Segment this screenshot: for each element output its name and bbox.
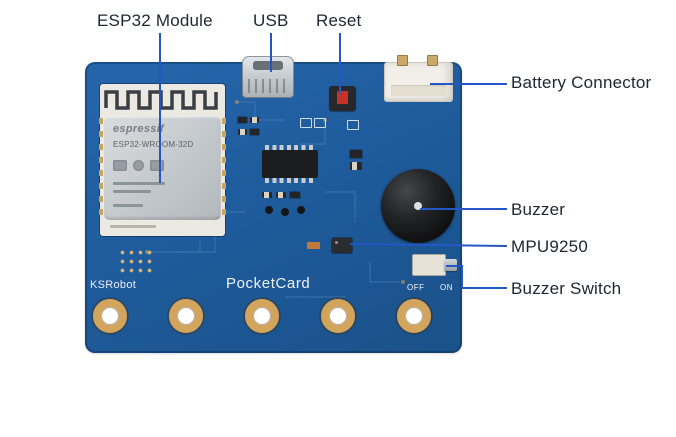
silkscreen-outline [347, 120, 359, 130]
product-name-text: PocketCard [226, 275, 311, 292]
smd-capacitor [265, 206, 273, 214]
esp32-module: espressif ESP32-WROOM-32D [99, 84, 226, 236]
weee-mark [150, 160, 164, 171]
smd-component [276, 192, 286, 198]
module-shield: espressif ESP32-WROOM-32D [104, 116, 221, 220]
silkscreen-outline [300, 118, 312, 128]
silkscreen-outline [314, 118, 326, 128]
smd-component [262, 192, 272, 198]
smd-component [238, 117, 247, 123]
module-text-line [113, 190, 151, 193]
reset-button [329, 86, 356, 111]
smd-capacitor [297, 206, 305, 214]
usb-port-opening [253, 61, 283, 70]
switch-silkscreen: OFF ON [407, 283, 453, 292]
battery-pin [397, 55, 408, 66]
smd-component [290, 192, 300, 198]
module-part-number: ESP32-WROOM-32D [113, 140, 194, 149]
dip-ic [262, 145, 318, 183]
label-mpu9250: MPU9250 [511, 237, 588, 256]
reset-button-cap [337, 91, 348, 104]
mounting-hole [245, 299, 279, 333]
battery-connector-opening [391, 85, 446, 96]
switch-off-label: OFF [407, 283, 425, 292]
brand-text: KSRobot [90, 279, 137, 291]
switch-lever [444, 259, 457, 271]
battery-pin [427, 55, 438, 66]
certification-marks [113, 160, 164, 171]
module-label-text [110, 225, 156, 228]
ce-mark [133, 160, 144, 171]
mounting-hole [169, 299, 203, 333]
smd-component [307, 242, 320, 249]
buzzer-sound-hole [414, 202, 422, 210]
smd-component [250, 129, 259, 135]
via-cluster [118, 248, 156, 276]
usb-shell-ridges [248, 79, 288, 93]
label-buzzer: Buzzer [511, 200, 566, 219]
smd-component [350, 162, 362, 170]
usb-connector [242, 56, 294, 98]
switch-on-label: ON [440, 283, 453, 292]
mounting-hole [397, 299, 431, 333]
smd-capacitor [281, 208, 289, 216]
antenna-trace [104, 90, 218, 110]
castellated-pads-right [222, 118, 226, 222]
mounting-hole [321, 299, 355, 333]
label-reset: Reset [316, 11, 362, 30]
mounting-hole [93, 299, 127, 333]
label-esp32-module: ESP32 Module [97, 11, 213, 30]
mpu9250-chip [332, 238, 352, 253]
smd-component [250, 117, 259, 123]
label-usb: USB [253, 11, 289, 30]
castellated-pads-left [99, 118, 103, 222]
chip-pin1-dot [335, 241, 338, 244]
buzzer [381, 169, 455, 243]
pcb-board: espressif ESP32-WROOM-32D [85, 55, 462, 353]
fcc-mark [113, 160, 127, 171]
buzzer-switch [412, 254, 457, 276]
module-text-line [113, 182, 165, 185]
smd-component [238, 129, 247, 135]
label-battery-connector: Battery Connector [511, 73, 652, 92]
label-buzzer-switch: Buzzer Switch [511, 279, 622, 298]
battery-connector [384, 55, 453, 102]
espressif-logo: espressif [113, 123, 165, 135]
module-text-line [113, 204, 143, 207]
smd-component [350, 150, 362, 158]
